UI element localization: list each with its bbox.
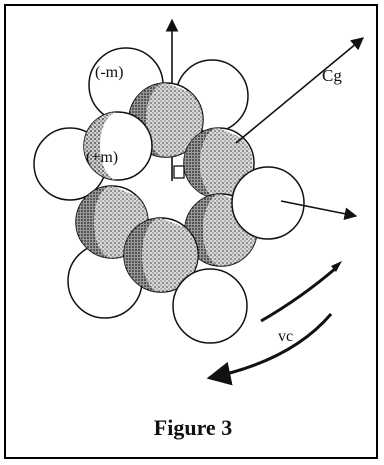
sphere-bottom-center-shaded xyxy=(123,217,199,293)
figure-caption: Figure 3 xyxy=(153,415,233,440)
figure-frame: (-m) (+m) Cg vc Figure 3 xyxy=(4,4,378,459)
label-vc: vc xyxy=(278,328,293,345)
vc-curved-arrow-upper xyxy=(260,266,337,323)
sphere-bottom-right-white xyxy=(172,268,248,344)
right-axis-arrow xyxy=(280,200,358,221)
label-group-velocity: Cg xyxy=(322,66,342,85)
label-plus-m: (+m) xyxy=(86,149,118,166)
molecular-diagram: (-m) (+m) Cg vc xyxy=(33,18,364,386)
center-marker xyxy=(173,165,185,179)
label-minus-m: (-m) xyxy=(95,64,123,81)
sphere-plus-m-shaded xyxy=(83,111,153,181)
sphere-right-white xyxy=(231,166,305,240)
cg-arrow xyxy=(235,37,364,144)
vc-curved-arrow-lower xyxy=(206,313,333,386)
